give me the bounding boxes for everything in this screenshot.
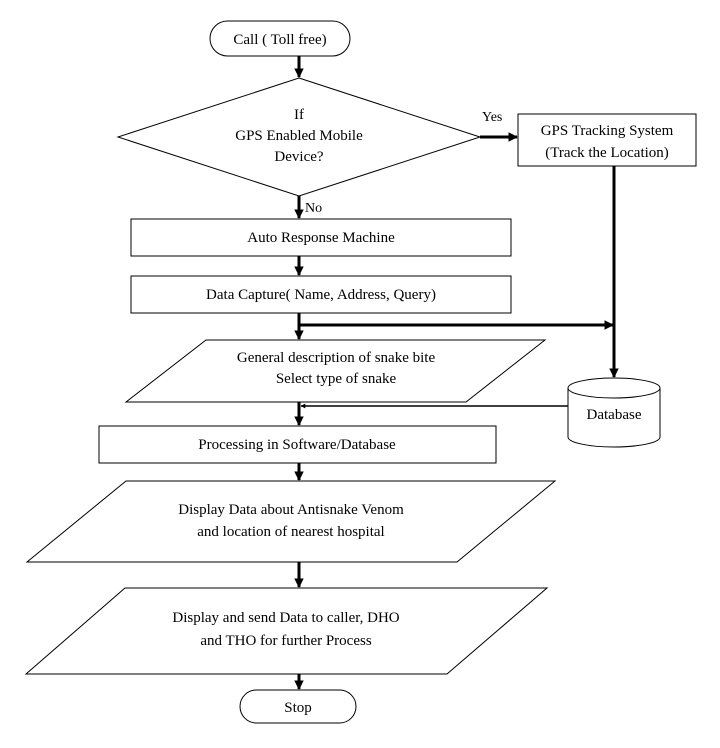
decision-label-line-1: If [294,107,304,123]
no-label: No [305,201,322,216]
description-input: General description of snake bite Select… [124,339,547,403]
start-terminator: Call ( Toll free) [209,20,351,57]
stop-terminator: Stop [239,689,357,724]
send-data-line-1: Display and send Data to caller, DHO [172,610,399,626]
decision-label-line-3: Device? [274,149,323,165]
display-info-line-1: Display Data about Antisnake Venom [178,502,404,518]
send-data-output: Display and send Data to caller, DHO and… [24,587,549,675]
data-capture-label: Data Capture( Name, Address, Query) [206,287,436,303]
database-label: Database [587,407,642,423]
stop-label: Stop [284,700,312,716]
decision-label-line-2: GPS Enabled Mobile [235,128,363,144]
gps-decision: If GPS Enabled Mobile Device? [116,77,482,197]
yes-label: Yes [482,110,502,125]
display-info-line-2: and location of nearest hospital [197,524,384,540]
display-info-output: Display Data about Antisnake Venom and l… [25,480,557,563]
auto-response-label: Auto Response Machine [247,230,395,246]
start-label: Call ( Toll free) [233,32,326,48]
description-line-2: Select type of snake [276,371,397,387]
send-data-line-2: and THO for further Process [200,633,372,649]
gps-label-line-1: GPS Tracking System [541,123,674,139]
auto-response-box: Auto Response Machine [130,218,512,257]
data-capture-box: Data Capture( Name, Address, Query) [130,275,512,314]
gps-label-line-2: (Track the Location) [545,145,669,161]
database-cylinder: Database [567,377,661,448]
processing-label: Processing in Software/Database [198,437,396,453]
processing-box: Processing in Software/Database [98,425,497,464]
gps-tracking-box: GPS Tracking System (Track the Location) [517,113,697,167]
description-line-1: General description of snake bite [237,350,436,366]
